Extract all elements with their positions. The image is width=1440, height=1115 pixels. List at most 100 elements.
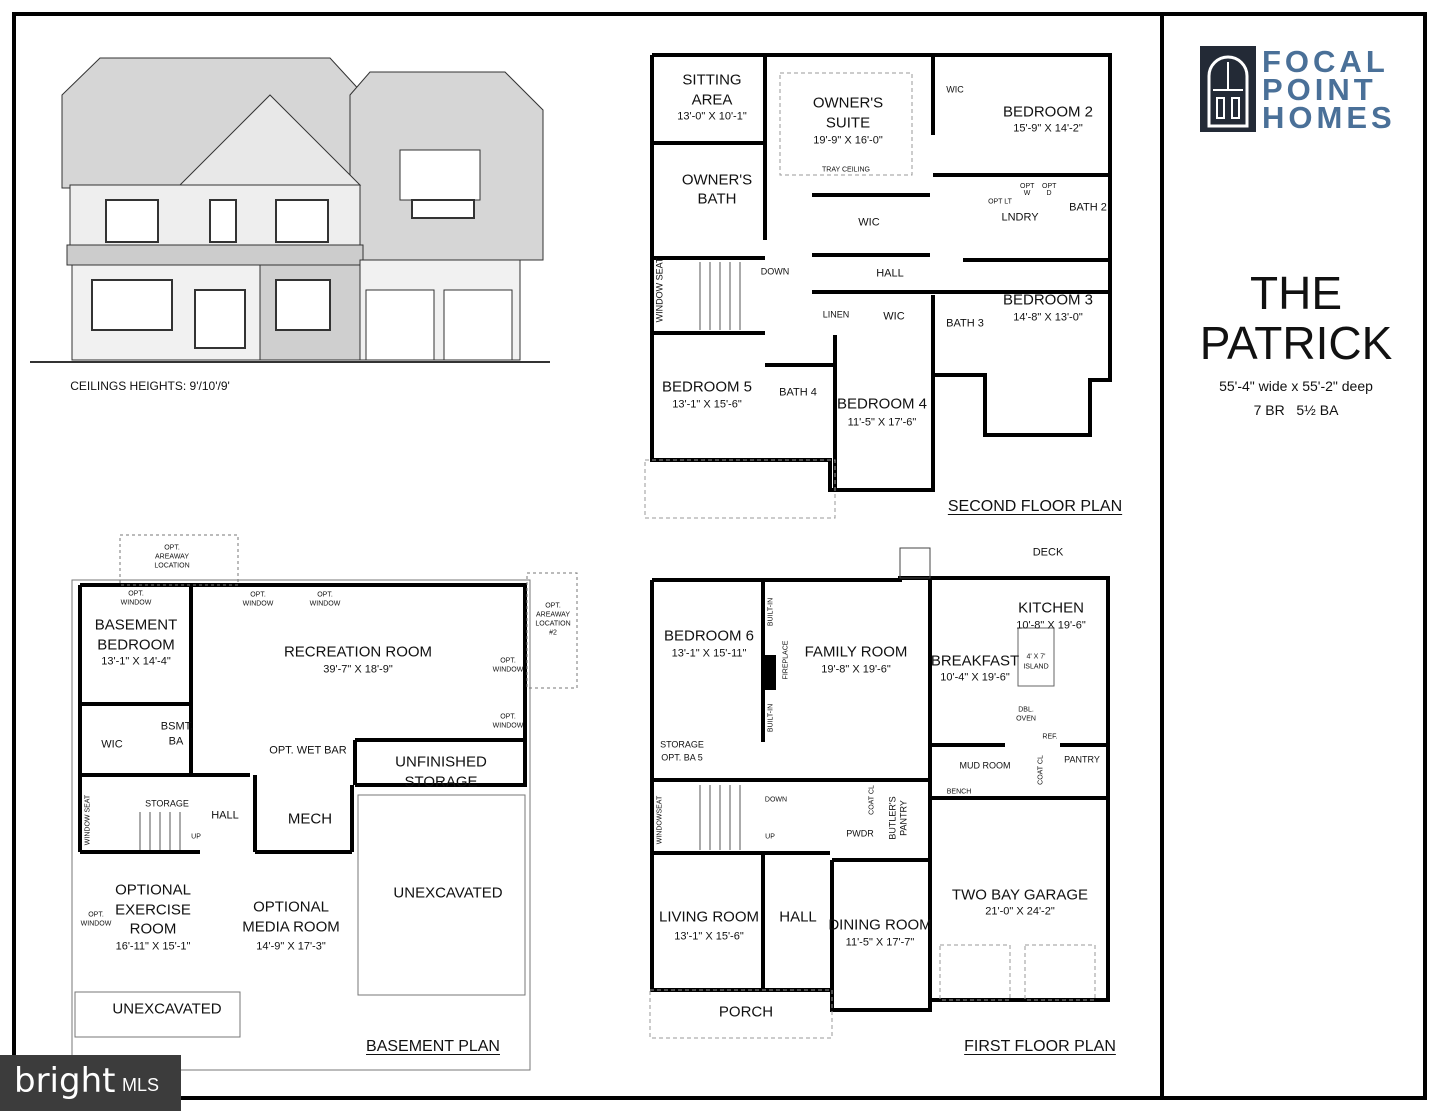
exercise-room-label-3: ROOM	[129, 920, 177, 938]
breakfast-label: BREAKFAST	[930, 652, 1020, 670]
bench-label: BENCH	[946, 788, 972, 796]
fireplace-symbol	[762, 655, 776, 690]
opt-window-label: WINDOW	[242, 600, 274, 608]
bedroom6-dim: 13'-1" X 15'-11"	[671, 647, 747, 660]
porch-outline	[649, 989, 833, 1039]
powder-room-label: PWDR	[846, 828, 874, 839]
opt-window-label: WINDOW	[120, 599, 152, 607]
opt-window-label: WINDOW	[80, 920, 112, 928]
plan-dimensions: 55'-4" wide x 55'-2" deep	[1219, 378, 1373, 394]
media-room-label: OPTIONAL	[253, 898, 329, 916]
areaway2-label: OPT.	[545, 602, 561, 610]
opt-dryer-label: OPT D	[1042, 183, 1057, 197]
bath4-label: BATH 4	[779, 386, 817, 399]
basement-walls	[78, 583, 527, 854]
tray-ceiling-outline	[779, 72, 913, 176]
sitting-area-label-2: AREA	[691, 91, 733, 109]
wic-bedroom4-label: WIC	[883, 310, 905, 323]
bedroom2-dim: 15'-9" X 14'-2"	[1013, 122, 1083, 135]
areaway-label-2: AREAWAY	[155, 553, 189, 561]
sitting-area-label: SITTING	[682, 71, 742, 89]
opt-ba5-label: OPT. BA 5	[661, 752, 703, 763]
family-room-dim: 19'-8" X 19'-6"	[821, 663, 891, 676]
opt-window-label: WINDOW	[492, 722, 524, 730]
plan-name-line-1: THE	[1250, 267, 1342, 319]
pantry-label: PANTRY	[1064, 754, 1100, 765]
unfinished-storage-label: UNFINISHED	[395, 753, 487, 771]
bedroom4-dim: 11'-5" X 17'-6"	[847, 416, 917, 429]
basement-bedroom-label-2: BEDROOM	[97, 636, 175, 654]
bedroom2-label: BEDROOM 2	[1002, 103, 1094, 121]
second-floor-roof-outline	[644, 459, 836, 519]
wet-bar-label: OPT. WET BAR	[269, 744, 347, 757]
stairs-up-label: UP	[191, 833, 201, 841]
bedroom5-dim: 13'-1" X 15'-6"	[672, 398, 742, 411]
kitchen-island	[1017, 627, 1055, 687]
laundry-label: LNDRY	[1001, 211, 1039, 224]
unfinished-storage-label-2: STORAGE	[404, 773, 478, 791]
island-label: ISLAND	[1023, 663, 1049, 671]
garage-door-2	[1024, 944, 1096, 1001]
areaway2-label-4: #2	[549, 629, 557, 637]
unexcavated-label-porch: UNEXCAVATED	[112, 1000, 222, 1018]
living-room-label: LIVING ROOM	[658, 908, 760, 926]
opt-window-label: OPT.	[500, 713, 516, 721]
watermark-suffix: MLS	[122, 1075, 160, 1095]
bedroom5-label: BEDROOM 5	[661, 378, 753, 396]
media-room-label-2: MEDIA ROOM	[242, 918, 340, 936]
owners-bath-label-2: BATH	[697, 190, 737, 208]
mud-room-label: MUD ROOM	[959, 760, 1011, 771]
opt-window-label: OPT.	[128, 590, 144, 598]
bedroom3-label: BEDROOM 3	[1002, 291, 1094, 309]
living-room-dim: 13'-1" X 15'-6"	[674, 930, 744, 943]
built-in-label-bottom: BUILT-IN	[767, 703, 775, 733]
opt-lt-label: OPT LT	[988, 198, 1012, 206]
mech-label: MECH	[287, 810, 333, 828]
island-dim: 4' X 7'	[1026, 653, 1046, 661]
ceiling-heights: CEILINGS HEIGHTS: 9'/10'/9'	[70, 379, 230, 393]
bright-mls-watermark: bright MLS	[0, 1055, 181, 1111]
wic-owner-label: WIC	[858, 216, 880, 229]
recreation-room-dim: 39'-7" X 18'-9"	[323, 663, 393, 676]
exercise-room-label: OPTIONAL	[115, 881, 191, 899]
bedroom3-dim: 14'-8" X 13'-0"	[1013, 311, 1083, 324]
front-elevation	[30, 57, 550, 363]
plan-name-line-2: PATRICK	[1199, 317, 1393, 369]
hall-label: HALL	[779, 908, 817, 926]
window-seat-label: WINDOWSEAT	[656, 795, 664, 845]
bath2-label: BATH 2	[1069, 201, 1107, 214]
opt-window-label: OPT.	[500, 657, 516, 665]
opt-window-label: OPT.	[88, 911, 104, 919]
owners-bath-label: OWNER'S	[681, 171, 753, 189]
watermark-brand: bright	[14, 1061, 116, 1101]
dining-room-dim: 11'-5" X 17'-7"	[845, 936, 915, 949]
stairs-down-label: DOWN	[760, 266, 790, 277]
window-seat-label: WINDOW SEAT	[84, 794, 92, 846]
deck-label: DECK	[1032, 546, 1064, 559]
tray-ceiling-label: TRAY CEILING	[822, 166, 870, 174]
opt-window-label: OPT.	[317, 591, 333, 599]
storage-label: STORAGE	[660, 739, 704, 750]
bath3-label: BATH 3	[946, 317, 984, 330]
second-floor-plan-title: SECOND FLOOR PLAN	[947, 498, 1123, 515]
garage-door-1	[939, 944, 1011, 1001]
second-floor-walls	[650, 53, 1112, 492]
bedroom4-label: BEDROOM 4	[836, 395, 928, 413]
butlers-pantry-label-2: PANTRY	[898, 800, 909, 836]
opt-washer-label: OPT W	[1020, 183, 1035, 197]
kitchen-label: KITCHEN	[1018, 599, 1084, 617]
areaway-label-3: LOCATION	[154, 562, 190, 570]
garage-dim: 21'-0" X 24'-2"	[985, 905, 1055, 918]
basement-wic-label: WIC	[101, 738, 123, 751]
coat-closet-label-mud: COAT CL	[1037, 755, 1045, 785]
breakfast-dim: 10'-4" X 19'-6"	[940, 671, 1010, 684]
arched-door-icon	[1200, 46, 1256, 132]
areaway2-label-2: AREAWAY	[536, 611, 570, 619]
porch-label: PORCH	[718, 1003, 774, 1021]
deck-stairs	[899, 547, 931, 579]
recreation-room-label: RECREATION ROOM	[283, 643, 433, 661]
first-floor-plan-title: FIRST FLOOR PLAN	[964, 1038, 1116, 1055]
coat-closet-label-hall: COAT CL	[868, 785, 876, 815]
opt-window-label: WINDOW	[309, 600, 341, 608]
